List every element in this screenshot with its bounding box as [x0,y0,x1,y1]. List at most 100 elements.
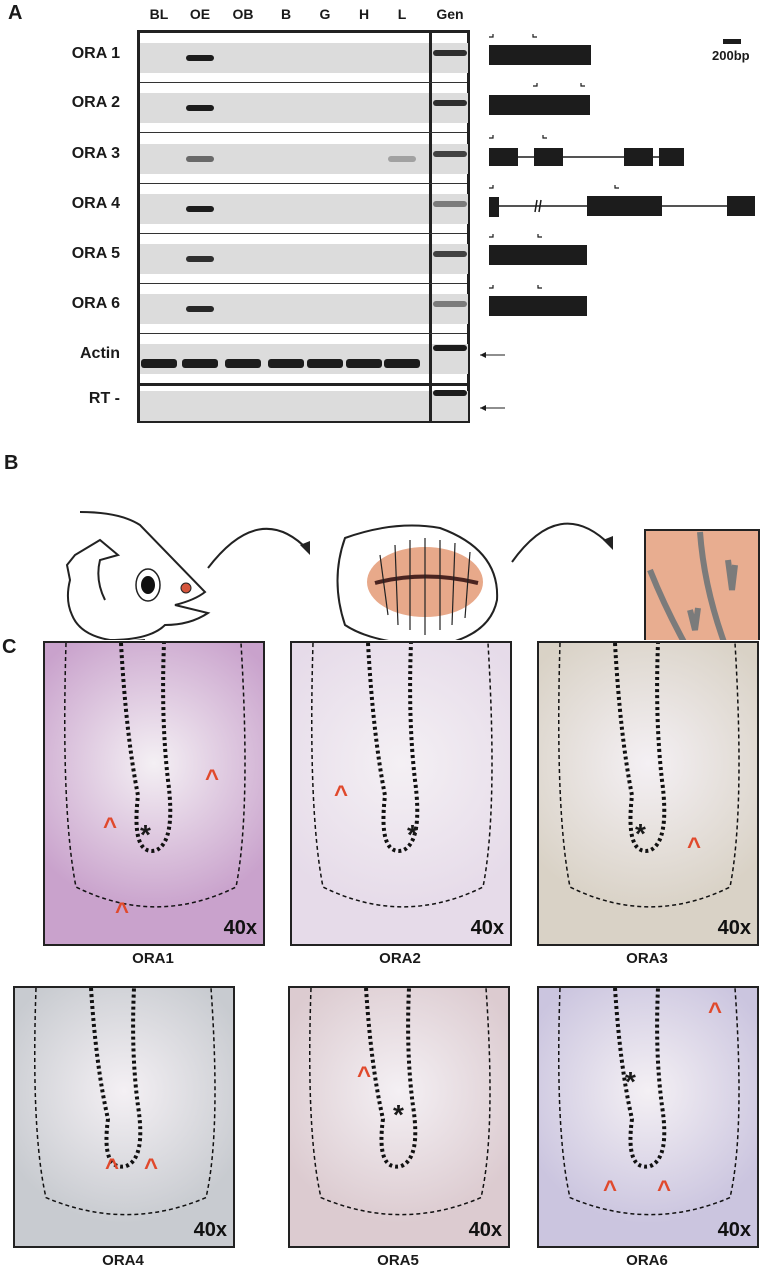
gel-row [140,183,468,233]
caret-marker-icon: ^ [144,1154,159,1181]
lumen-outline [366,643,420,853]
micrograph-caption: ORA6 [626,1252,668,1269]
lumen-outline [89,988,143,1169]
row-label: RT - [88,390,120,407]
panel-label-c: C [2,636,17,658]
lumen-asterisk: * [625,1066,636,1097]
micrograph-ora4: 40x [13,986,235,1248]
lane-label-bl: BL [149,6,169,22]
caret-marker-icon: ^ [357,1062,372,1089]
outer-epithelium-outline [34,988,216,1216]
schematic-diagram [65,511,760,640]
gene-model-ora5 [489,234,587,265]
micrograph-caption: ORA1 [132,950,174,967]
lane-label-l: L [397,6,407,22]
magnification-label: 40x [223,917,257,939]
row-label: ORA 4 [71,195,120,212]
lumen-outline [613,988,667,1169]
fish-head-icon [65,511,211,640]
micrograph-ora1: 40x [43,641,265,946]
caret-marker-icon: ^ [334,781,349,808]
gel-row [140,233,468,283]
micrograph-caption: ORA5 [377,1252,419,1269]
outer-epithelium-outline [309,988,491,1216]
caret-marker-icon: ^ [103,813,118,840]
gel-band [433,201,467,207]
lumen-asterisk: * [140,819,151,850]
gel-band [186,206,214,212]
outer-epithelium-outline [558,643,740,908]
caret-marker-icon: ^ [603,1176,618,1203]
gen-column-divider [429,33,432,420]
lumen-outline [119,643,173,853]
gel-band [433,301,467,307]
micrograph-ora2: 40x [290,641,512,946]
curved-arrow-icon [207,527,309,569]
gene-model-ora4 [489,185,755,217]
micrograph-ora5: 40x [288,986,510,1248]
magnification-label: 40x [717,917,751,939]
caret-marker-icon: ^ [115,898,130,925]
magnification-label: 40x [193,1219,227,1241]
lumen-asterisk: * [635,818,646,849]
gel-band [433,345,467,351]
gel-band [186,256,214,262]
row-label: ORA 6 [71,295,120,312]
left-arrow-icon [480,352,505,358]
outer-epithelium-outline [311,643,493,908]
gene-model-ora2 [489,83,590,115]
curved-arrow-icon [511,522,611,563]
gel-band [433,390,467,396]
lane-label-oe: OE [189,6,211,22]
micrograph-caption: ORA3 [626,950,668,967]
gel-band [186,105,214,111]
caret-marker-icon: ^ [657,1176,672,1203]
caret-marker-icon: ^ [708,998,723,1025]
gel-row [140,82,468,132]
gene-model-ora1 [489,34,591,65]
lane-label-h: H [358,6,370,22]
gel-band [186,54,214,61]
gel-band [186,306,214,312]
gel-band [433,49,467,56]
row-label: Actin [80,345,120,362]
scale-bar [723,39,741,44]
lumen-asterisk: * [407,819,418,850]
gel-band [141,359,177,368]
panel-label-b: B [4,452,19,474]
caret-marker-icon: ^ [205,765,220,792]
gel-row [140,383,468,423]
lumen-outline [613,643,667,853]
row-label: ORA 3 [71,144,120,162]
magnification-label: 40x [468,1219,502,1241]
lane-label-gen: Gen [436,6,464,22]
gel-band [346,359,382,368]
micrograph-ora6: 40x [537,986,759,1248]
gene-models [480,34,755,411]
gel-image [137,30,470,423]
lumen-asterisk: * [393,1099,404,1130]
gel-band [268,359,304,368]
gene-model-ora6 [489,285,587,316]
olfactory-rosette-icon [336,524,499,640]
lamella-closeup-icon [644,529,760,640]
gel-band [186,155,214,162]
scale-bar-label: 200bp [712,48,750,63]
magnification-label: 40x [717,1219,751,1241]
lane-label-g: G [319,6,331,22]
gel-row [140,132,468,183]
left-arrow-icon [480,405,505,411]
gel-row [140,333,468,383]
lumen-outline [364,988,418,1169]
gel-row [140,33,468,82]
lane-label-ob: OB [232,6,254,22]
row-label: ORA 5 [71,245,120,262]
row-label: ORA 2 [71,94,120,111]
row-label: ORA 1 [71,44,120,62]
micrograph-caption: ORA2 [379,950,421,967]
panel-label-a: A [8,2,23,24]
gel-band [182,359,218,368]
gel-band [384,359,420,368]
caret-marker-icon: ^ [687,833,702,860]
outer-epithelium-outline [558,988,740,1216]
